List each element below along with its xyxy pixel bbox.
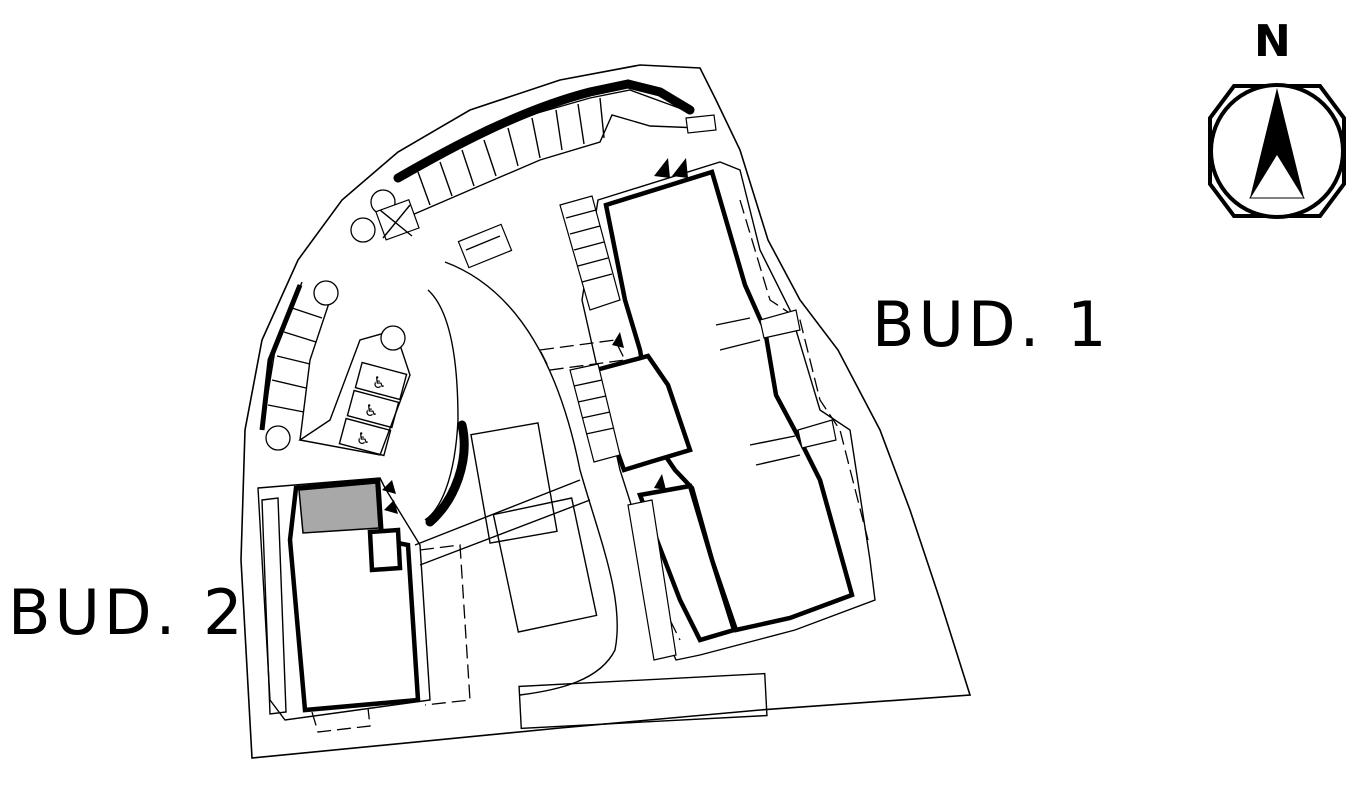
tree-icon	[380, 325, 406, 351]
trees	[265, 189, 513, 451]
hedge-icon	[393, 79, 695, 183]
building-1	[559, 114, 876, 661]
tree-icon	[313, 280, 339, 306]
building-1-label: BUD. 1	[872, 288, 1111, 361]
north-arrow-icon	[1208, 83, 1346, 219]
stairs-icon	[559, 114, 837, 661]
access-road	[414, 261, 768, 730]
tree-icon	[350, 217, 376, 243]
building-2-label: BUD. 2	[8, 576, 247, 649]
north-label: N	[1254, 16, 1291, 67]
wheelchair-parking-icon: ♿	[372, 373, 386, 392]
north-parking	[393, 79, 701, 216]
highlighted-area	[298, 482, 380, 534]
west-parking	[259, 281, 331, 441]
tree-icon	[265, 425, 291, 451]
building-2	[257, 477, 471, 733]
wheelchair-parking-icon: ♿	[364, 401, 378, 420]
site-boundary	[240, 64, 972, 759]
wheelchair-parking-icon: ♿	[356, 429, 370, 448]
hedge-icon	[425, 420, 469, 527]
